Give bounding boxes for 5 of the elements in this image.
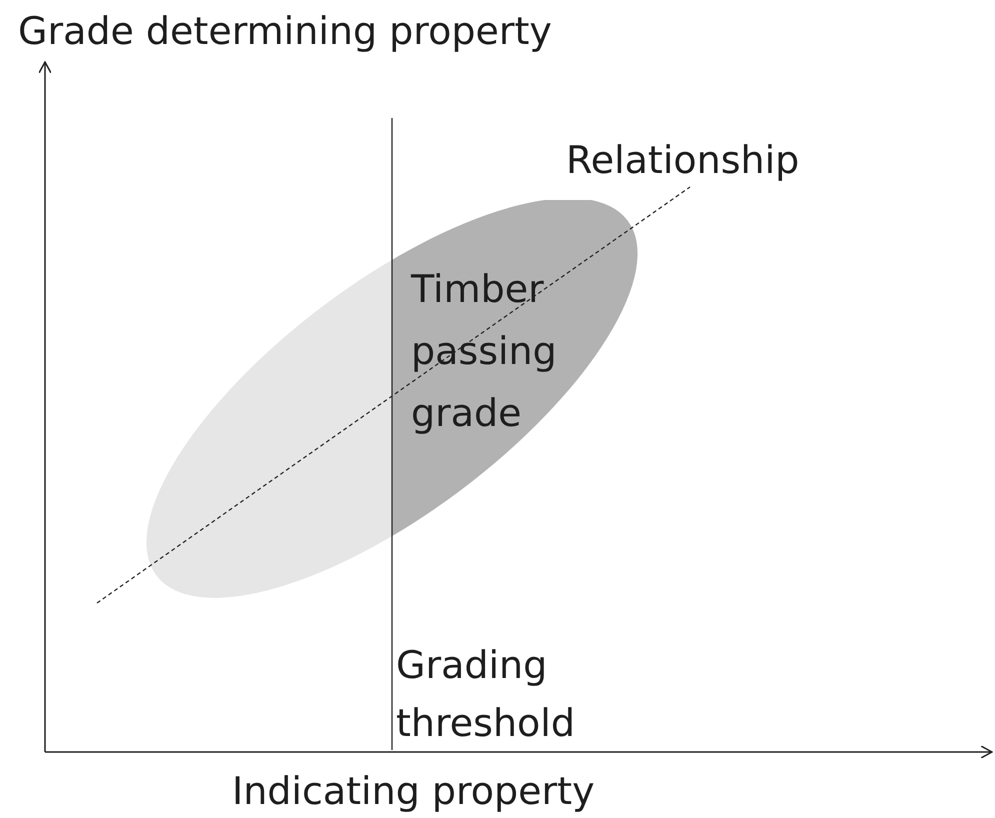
threshold-label: Grading threshold	[396, 642, 576, 747]
line-label: Relationship	[566, 137, 800, 184]
axis-title: Indicating property	[232, 768, 595, 815]
region-label: Timber passing grade	[411, 266, 558, 437]
axis-title: Grade determining property	[18, 8, 552, 55]
